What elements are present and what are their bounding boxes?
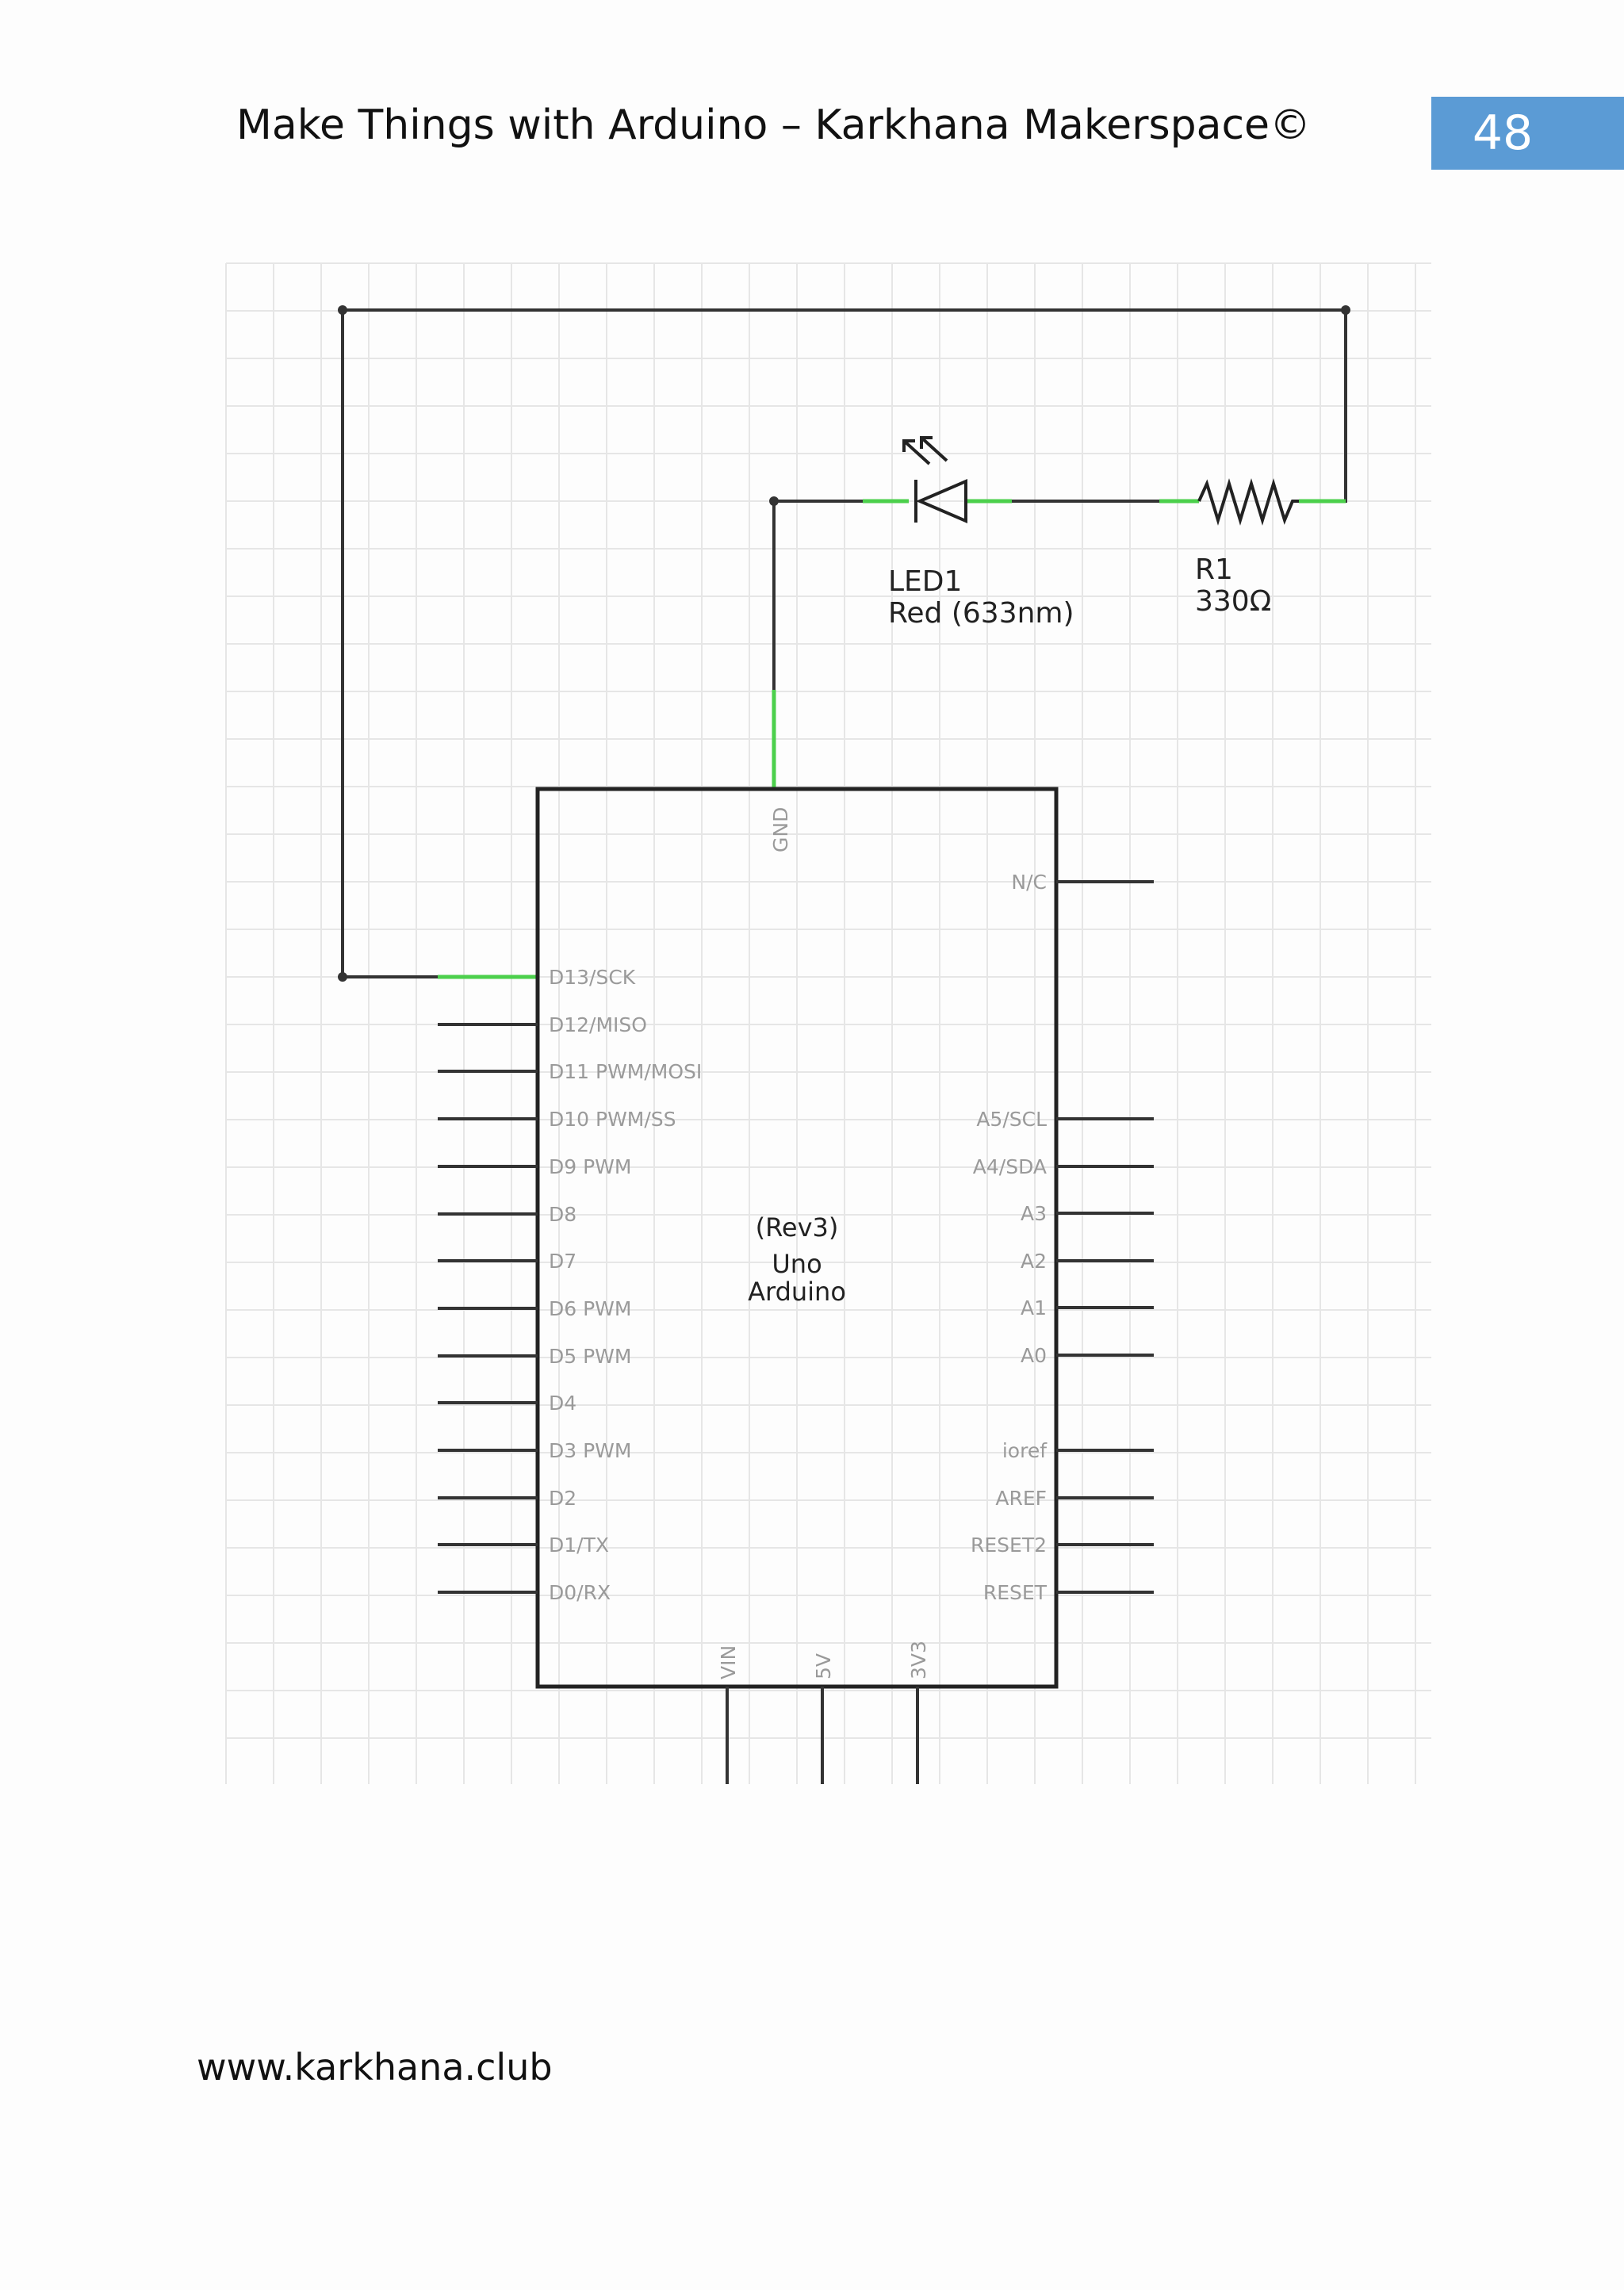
pin-label-d10-pwm-ss: D10 PWM/SS <box>549 1108 676 1131</box>
pin-label-d12-miso: D12/MISO <box>549 1013 647 1036</box>
led-arrowhead-2 <box>920 436 933 449</box>
pin-label-aref: AREF <box>995 1487 1047 1510</box>
pin-label-d7: D7 <box>549 1250 576 1273</box>
pin-label-d8: D8 <box>549 1203 576 1226</box>
pin-label-a3: A3 <box>1021 1202 1047 1225</box>
resistor-label: R1 330Ω <box>1195 553 1271 618</box>
pin-label-reset: RESET <box>983 1581 1048 1604</box>
footer-url: www.karkhana.club <box>197 2046 553 2089</box>
pin-label-d5-pwm: D5 PWM <box>549 1345 631 1368</box>
resistor-value-label: 330Ω <box>1195 585 1271 618</box>
pin-label-gnd: GND <box>769 807 792 852</box>
pin-label-3v3: 3V3 <box>907 1641 930 1679</box>
pin-label-d4: D4 <box>549 1392 576 1415</box>
wire-joints <box>338 305 1350 982</box>
pin-label-d9-pwm: D9 PWM <box>549 1155 631 1178</box>
led-value-label: Red (633nm) <box>888 597 1074 630</box>
pin-label-n-c: N/C <box>1011 871 1047 894</box>
pin-label-a0: A0 <box>1021 1344 1047 1367</box>
pin-label-d3-pwm: D3 PWM <box>549 1439 631 1462</box>
board-name-line-3: Arduino <box>748 1277 846 1307</box>
resistor-symbol <box>1197 478 1299 526</box>
pin-label-d11-pwm-mosi: D11 PWM/MOSI <box>549 1060 702 1083</box>
page-number-badge: 48 <box>1431 97 1624 170</box>
arduino-board <box>535 787 1059 1689</box>
pin-label-reset2: RESET2 <box>971 1534 1047 1557</box>
pin-label-d6-pwm: D6 PWM <box>549 1297 631 1320</box>
led-label: LED1 Red (633nm) <box>888 565 1074 630</box>
led-ref-label: LED1 <box>888 565 962 598</box>
resistor-ref-label: R1 <box>1195 553 1233 586</box>
board-name-line-1: (Rev3) <box>756 1212 839 1243</box>
pin-label-5v: 5V <box>812 1653 835 1679</box>
left-pins: D13/SCK D12/MISO D11 PWM/MOSI D10 PWM/SS D9 … <box>438 966 702 1604</box>
page-number: 48 <box>1472 105 1534 161</box>
board-name-line-2: Uno <box>772 1249 822 1279</box>
led-arrowhead-1 <box>902 439 915 452</box>
pin-label-d0-rx: D0/RX <box>549 1581 611 1604</box>
pin-label-d13-sck: D13/SCK <box>549 966 636 989</box>
led-triangle <box>915 478 967 524</box>
pin-label-d1-tx: D1/TX <box>549 1534 609 1557</box>
pin-label-a5-scl: A5/SCL <box>976 1108 1047 1131</box>
pin-label-vin: VIN <box>717 1645 740 1679</box>
page-header-title: Make Things with Arduino – Karkhana Make… <box>236 101 1312 149</box>
led-symbol <box>902 436 967 524</box>
pin-label-a4-sda: A4/SDA <box>973 1155 1047 1178</box>
pin-label-ioref: ioref <box>1002 1439 1048 1462</box>
active-pins <box>438 499 1346 979</box>
pin-label-a1: A1 <box>1021 1296 1047 1319</box>
bottom-pins: VIN 5V 3V3 <box>717 1641 930 1784</box>
led-arrow-1 <box>902 439 931 465</box>
pin-label-a2: A2 <box>1021 1250 1047 1273</box>
pin-label-d2: D2 <box>549 1487 576 1510</box>
led-arrow-2 <box>920 436 948 462</box>
board-name: (Rev3) Uno Arduino <box>748 1212 846 1307</box>
grid <box>225 262 1431 1784</box>
